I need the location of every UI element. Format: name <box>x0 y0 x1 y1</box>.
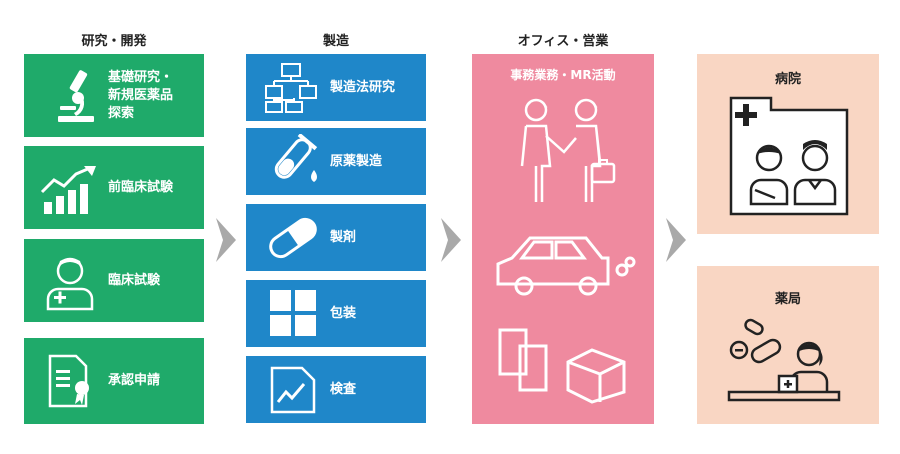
microscope-icon <box>58 70 94 122</box>
hierarchy-icon <box>265 63 317 113</box>
step-process-research: 製造法研究 <box>246 54 426 121</box>
car-icon <box>496 236 636 296</box>
step-preclinical: 前臨床試験 <box>24 146 204 229</box>
pharmacy-label: 薬局 <box>774 292 801 307</box>
step-formulation-label: 製剤 <box>330 229 357 245</box>
handshake-people-icon <box>520 98 616 202</box>
flow-arrow-2 <box>441 218 461 262</box>
step-basic-research: 基礎研究・ 新規医薬品 探索 <box>24 54 204 137</box>
step-packaging-label: 包装 <box>330 305 357 321</box>
destination-hospital: 病院 <box>697 54 879 234</box>
step-process-research-label: 製造法研究 <box>330 79 396 95</box>
step-packaging: 包装 <box>246 280 426 347</box>
step-approval: 承認申請 <box>24 338 204 424</box>
packages-icon <box>498 328 626 404</box>
step-clinical-trial-label: 臨床試験 <box>108 272 161 288</box>
hospital-staff-icon <box>729 96 849 216</box>
growth-chart-icon <box>40 166 96 214</box>
flow-arrow-3 <box>666 218 686 262</box>
step-api-production: 原薬製造 <box>246 128 426 195</box>
inspection-chart-icon <box>270 366 316 414</box>
capsule-icon <box>269 217 317 259</box>
step-api-production-label: 原薬製造 <box>330 153 383 169</box>
office-column-title: オフィス・営業 <box>517 34 609 49</box>
step-inspection-label: 検査 <box>330 381 357 397</box>
destination-pharmacy: 薬局 <box>697 266 879 424</box>
step-formulation: 製剤 <box>246 204 426 271</box>
hospital-label: 病院 <box>774 72 801 87</box>
pharmacist-icon <box>727 318 841 402</box>
step-inspection: 検査 <box>246 356 426 423</box>
office-sales-panel: 事務業務・MR活動 <box>472 54 654 424</box>
patient-icon <box>46 257 94 311</box>
manufacturing-column-title: 製造 <box>322 34 349 49</box>
flow-arrow-1 <box>216 218 236 262</box>
test-tube-icon <box>274 134 318 182</box>
step-clinical-trial: 臨床試験 <box>24 239 204 322</box>
grid-boxes-icon <box>270 290 316 336</box>
rd-column-title: 研究・開発 <box>81 34 147 49</box>
step-approval-label: 承認申請 <box>108 373 161 388</box>
document-certificate-icon <box>48 354 89 408</box>
office-sales-subtitle: 事務業務・MR活動 <box>510 68 616 82</box>
step-preclinical-label: 前臨床試験 <box>108 179 174 195</box>
step-basic-research-label: 基礎研究・ 新規医薬品 探索 <box>108 69 174 121</box>
